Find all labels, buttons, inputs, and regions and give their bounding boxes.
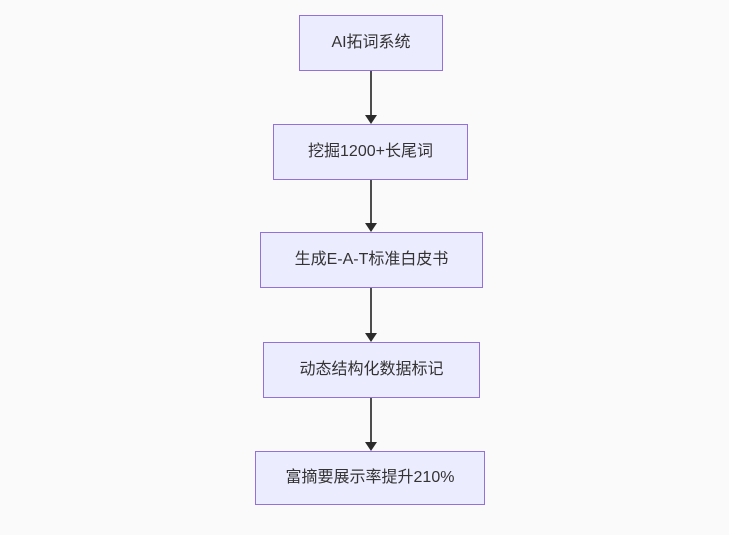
flow-node-label: 生成E-A-T标准白皮书 xyxy=(294,251,449,269)
flow-node-label: 动态结构化数据标记 xyxy=(299,361,444,379)
arrow-head-icon xyxy=(365,223,377,232)
arrow-line xyxy=(370,71,372,116)
arrow-line xyxy=(370,398,372,443)
arrow-down-icon xyxy=(365,180,377,232)
flow-node-ai-word-system: AI拓词系统 xyxy=(299,15,443,71)
flow-node-label: 挖掘1200+长尾词 xyxy=(308,143,433,161)
arrow-down-icon xyxy=(365,288,377,342)
arrow-line xyxy=(370,288,372,334)
arrow-down-icon xyxy=(365,71,377,124)
flow-node-eat-whitepaper: 生成E-A-T标准白皮书 xyxy=(260,232,483,288)
arrow-down-icon xyxy=(365,398,377,451)
arrow-line xyxy=(370,180,372,224)
arrow-head-icon xyxy=(365,115,377,124)
arrow-head-icon xyxy=(365,442,377,451)
flow-node-rich-snippet-result: 富摘要展示率提升210% xyxy=(255,451,485,505)
flow-node-longtail-mining: 挖掘1200+长尾词 xyxy=(273,124,468,180)
flow-node-structured-data-markup: 动态结构化数据标记 xyxy=(263,342,480,398)
arrow-head-icon xyxy=(365,333,377,342)
flow-node-label: 富摘要展示率提升210% xyxy=(285,469,455,487)
flow-node-label: AI拓词系统 xyxy=(331,34,411,52)
